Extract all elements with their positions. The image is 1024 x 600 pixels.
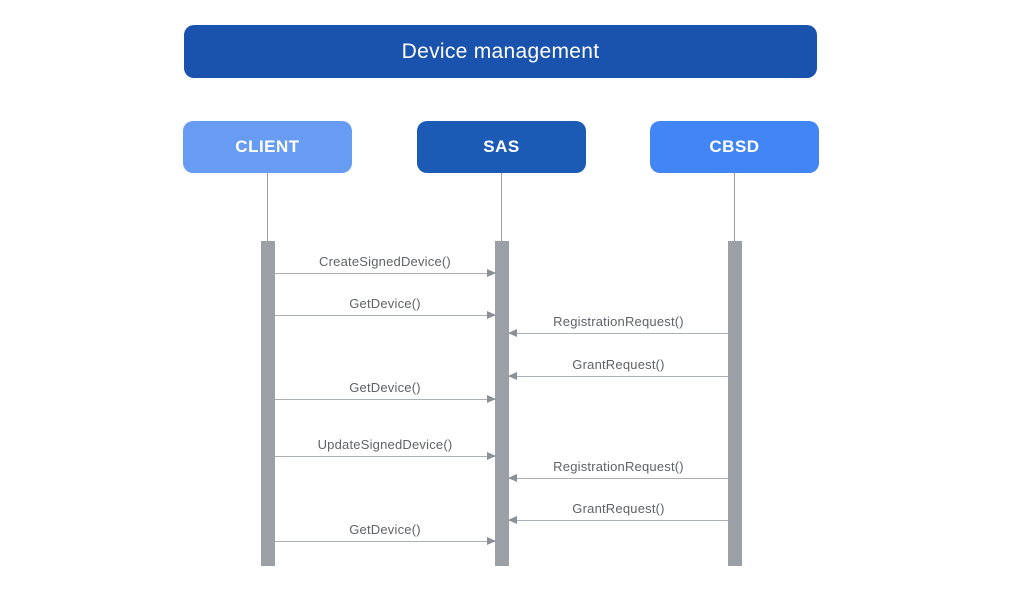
arrow-right-icon [487, 537, 496, 545]
lifeline-cbsd [734, 173, 735, 241]
arrow-left-icon [508, 372, 517, 380]
actor-label-client: CLIENT [235, 137, 300, 156]
message-label: GetDevice() [349, 296, 421, 311]
actor-label-cbsd: CBSD [709, 137, 760, 156]
arrow-right-icon [487, 452, 496, 460]
arrow-right-icon [487, 269, 496, 277]
message-label: RegistrationRequest() [553, 314, 684, 329]
message-line [509, 520, 728, 521]
message-label: UpdateSignedDevice() [317, 437, 453, 452]
activation-bar-client [261, 241, 275, 566]
message-label: CreateSignedDevice() [319, 254, 451, 269]
arrow-left-icon [508, 516, 517, 524]
message-line [275, 541, 495, 542]
message-label: GrantRequest() [572, 357, 665, 372]
message-line [509, 333, 728, 334]
message-line [275, 399, 495, 400]
actor-box-client: CLIENT [183, 121, 352, 173]
message-line [509, 376, 728, 377]
actor-box-sas: SAS [417, 121, 586, 173]
message-line [275, 273, 495, 274]
activation-bar-sas [495, 241, 509, 566]
lifeline-sas [501, 173, 502, 241]
message-label: RegistrationRequest() [553, 459, 684, 474]
arrow-left-icon [508, 329, 517, 337]
arrow-right-icon [487, 395, 496, 403]
arrow-right-icon [487, 311, 496, 319]
actor-box-cbsd: CBSD [650, 121, 819, 173]
arrow-left-icon [508, 474, 517, 482]
actor-label-sas: SAS [483, 137, 520, 156]
message-line [275, 315, 495, 316]
message-line [275, 456, 495, 457]
diagram-title-bar: Device management [184, 25, 817, 78]
message-label: GetDevice() [349, 380, 421, 395]
diagram-title: Device management [401, 39, 600, 63]
message-line [509, 478, 728, 479]
activation-bar-cbsd [728, 241, 742, 566]
lifeline-client [267, 173, 268, 241]
message-label: GrantRequest() [572, 501, 665, 516]
message-label: GetDevice() [349, 522, 421, 537]
